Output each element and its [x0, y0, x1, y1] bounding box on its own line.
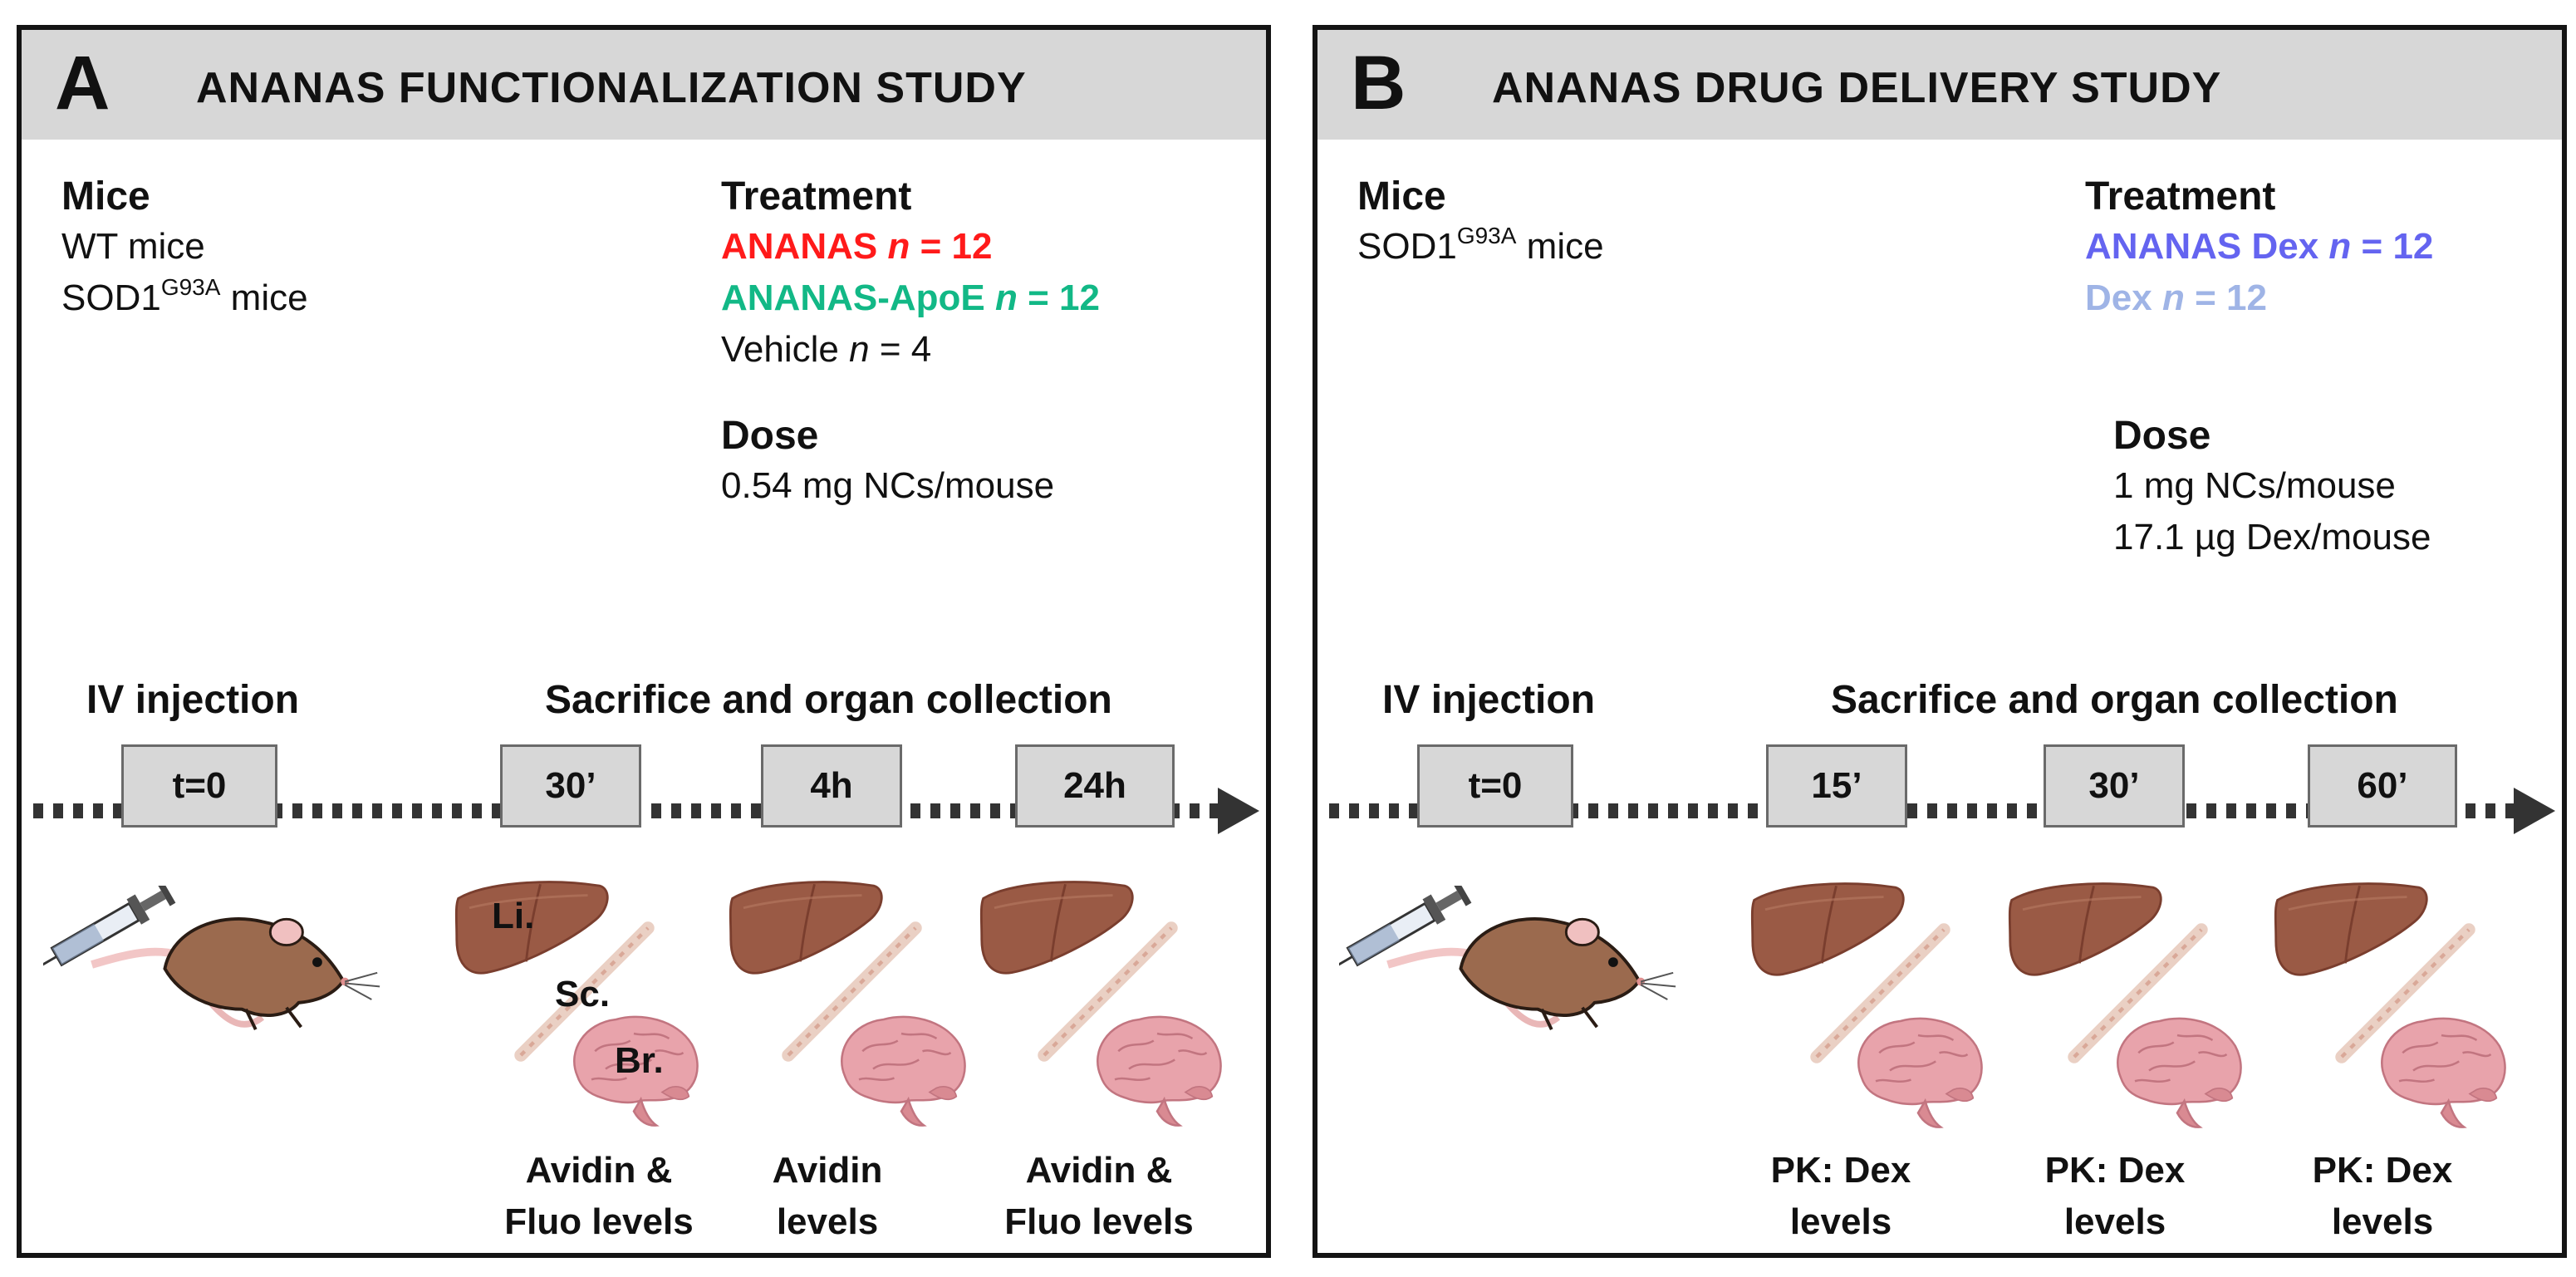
dose-line: 1 mg NCs/mouse	[2113, 465, 2396, 506]
dose-line: 0.54 mg NCs/mouse	[721, 465, 1055, 506]
timepoint-box: 30’	[2044, 744, 2185, 828]
treatment-ananas-apoe: ANANAS-ApoE n = 12	[721, 278, 1100, 318]
treatment-heading: Treatment	[2085, 174, 2276, 219]
mouse-injection-icon	[1339, 886, 1680, 1044]
panel-drug-delivery-study: B ANANAS DRUG DELIVERY STUDY Mice SOD1G9…	[1313, 25, 2567, 1258]
treatment-ananas-dex: ANANAS Dex n = 12	[2085, 226, 2434, 267]
treatment-vehicle: Vehicle n = 4	[721, 329, 932, 370]
timeline-arrow	[1329, 788, 2555, 834]
organ-label-spinal-cord: Sc.	[555, 974, 611, 1014]
readout-label: Avidin &Fluo levels	[504, 1150, 694, 1242]
panel-title: ANANAS FUNCTIONALIZATION STUDY	[196, 64, 1027, 112]
mice-item: SOD1G93A mice	[61, 274, 308, 319]
dose-line: 17.1 µg Dex/mouse	[2113, 517, 2431, 557]
brain-icon	[831, 1009, 972, 1129]
timeline-arrow	[33, 788, 1259, 834]
dose-heading: Dose	[2113, 414, 2211, 458]
panel-header: A ANANAS FUNCTIONALIZATION STUDY	[22, 30, 1266, 140]
organ-label-liver: Li.	[492, 896, 535, 936]
panel-letter: B	[1351, 41, 1406, 125]
timepoint-box: t=0	[121, 744, 277, 828]
dose-heading: Dose	[721, 414, 819, 458]
organ-label-brain: Br.	[615, 1040, 664, 1081]
brain-icon	[1847, 1010, 1989, 1131]
sacrifice-label: Sacrifice and organ collection	[545, 678, 1112, 722]
timepoint-box: 4h	[761, 744, 902, 828]
mouse-injection-icon	[43, 886, 384, 1044]
timepoint-box: 60’	[2308, 744, 2457, 828]
treatment-ananas: ANANAS n = 12	[721, 226, 993, 267]
mice-heading: Mice	[61, 174, 150, 219]
timepoint-box: t=0	[1417, 744, 1573, 828]
panel-letter: A	[55, 41, 110, 125]
brain-icon	[2107, 1010, 2248, 1131]
panel-title: ANANAS DRUG DELIVERY STUDY	[1492, 64, 2222, 112]
injection-label: IV injection	[86, 678, 300, 722]
timepoint-box: 30’	[500, 744, 641, 828]
brain-icon	[2371, 1010, 2512, 1131]
injection-label: IV injection	[1382, 678, 1596, 722]
brain-icon	[1087, 1009, 1228, 1129]
mice-item: WT mice	[61, 226, 205, 267]
treatment-heading: Treatment	[721, 174, 912, 219]
timepoint-box: 24h	[1015, 744, 1175, 828]
treatment-dex: Dex n = 12	[2085, 278, 2267, 318]
timepoint-box: 15’	[1766, 744, 1907, 828]
panel-header: B ANANAS DRUG DELIVERY STUDY	[1317, 30, 2562, 140]
mice-item: SOD1G93A mice	[1357, 223, 1604, 268]
readout-label: Avidin &Fluo levels	[1004, 1150, 1194, 1242]
panel-functionalization-study: A ANANAS FUNCTIONALIZATION STUDY Mice WT…	[17, 25, 1271, 1258]
sacrifice-label: Sacrifice and organ collection	[1831, 678, 2398, 722]
mice-heading: Mice	[1357, 174, 1446, 219]
